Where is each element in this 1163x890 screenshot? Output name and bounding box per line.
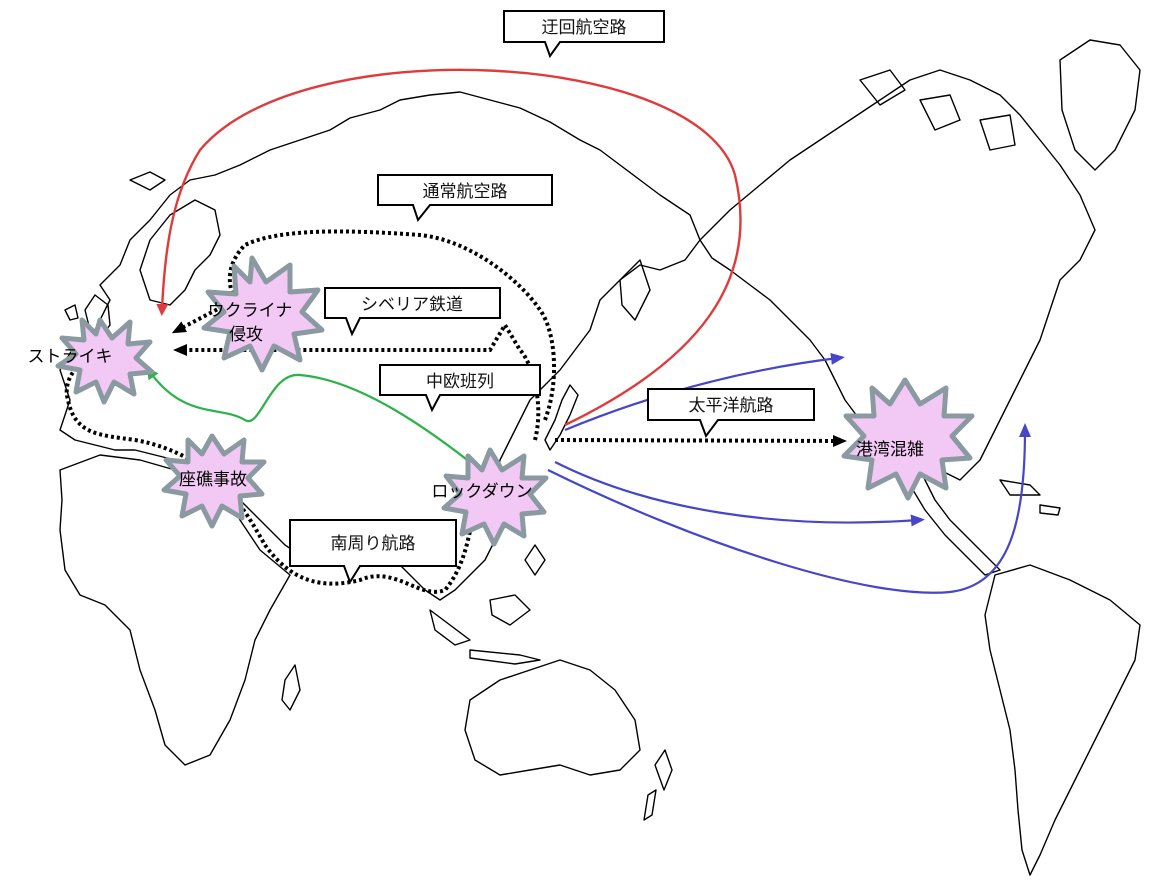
route-normal-air bbox=[171, 229, 556, 421]
arctic-islands bbox=[859, 69, 1016, 151]
north-america-outline bbox=[699, 69, 1096, 481]
callout-southern-sea-label: 南周り航路 bbox=[331, 534, 416, 554]
new-zealand-outline bbox=[643, 749, 673, 821]
burst-icon bbox=[841, 377, 975, 501]
south-america-outline bbox=[984, 564, 1141, 876]
callout-china-europe-rail: 中欧班列 bbox=[379, 364, 541, 413]
event-port-congestion: 港湾混雑 bbox=[841, 377, 975, 501]
africa-outline bbox=[59, 454, 291, 766]
callout-detour-air: 迂回航空路 bbox=[503, 10, 665, 59]
event-grounding: 座礁事故 bbox=[161, 433, 267, 529]
route-pacific-sea-3 bbox=[547, 423, 1031, 594]
route-pacific-sea-1 bbox=[564, 352, 845, 432]
kamchatka-outline bbox=[619, 259, 651, 321]
event-strike-label: ストライキ bbox=[28, 347, 113, 367]
burst-icon bbox=[441, 447, 549, 547]
callout-normal-air: 通常航空路 bbox=[377, 174, 553, 223]
callout-pacific-sea: 太平洋航路 bbox=[647, 388, 815, 439]
callout-pacific-sea-label: 太平洋航路 bbox=[689, 396, 774, 416]
event-lockdown: ロックダウン bbox=[431, 447, 549, 547]
burst-icon bbox=[201, 255, 325, 373]
scandinavia-outline bbox=[139, 199, 221, 306]
callout-china-europe-rail-label: 中欧班列 bbox=[426, 372, 494, 392]
event-ukraine-label-1: ウクライナ bbox=[208, 301, 293, 321]
event-port-congestion-label: 港湾混雑 bbox=[856, 440, 924, 460]
route-pacific-sea-2 bbox=[554, 461, 925, 527]
callout-detour-air-label: 迂回航空路 bbox=[542, 18, 627, 38]
burst-icon bbox=[55, 317, 155, 405]
callout-normal-air-label: 通常航空路 bbox=[423, 182, 508, 202]
event-ukraine-invasion: ウクライナ 侵攻 bbox=[201, 255, 325, 373]
event-grounding-label: 座礁事故 bbox=[179, 470, 247, 490]
coastlines bbox=[59, 39, 1141, 876]
route-detour-air bbox=[156, 68, 742, 427]
event-lockdown-label: ロックダウン bbox=[431, 482, 532, 502]
event-strike: ストライキ bbox=[28, 317, 155, 405]
japan-outline bbox=[544, 384, 579, 451]
madagascar-outline bbox=[281, 664, 301, 711]
burst-icon bbox=[161, 433, 267, 529]
route-pacific-dotted bbox=[554, 434, 847, 447]
route-siberian-rail bbox=[173, 321, 541, 441]
iceland-outline bbox=[129, 171, 166, 191]
callout-siberian-rail-label: シベリア鉄道 bbox=[361, 295, 463, 315]
route-southern-sea bbox=[64, 358, 482, 594]
greenland-outline bbox=[1059, 39, 1141, 171]
australia-outline bbox=[464, 659, 641, 776]
callout-southern-sea: 南周り航路 bbox=[289, 519, 457, 585]
callout-siberian-rail: シベリア鉄道 bbox=[324, 287, 501, 337]
eurasia-outline bbox=[59, 91, 701, 601]
southeast-asia-islands bbox=[429, 544, 546, 665]
route-china-europe-rail bbox=[146, 367, 481, 471]
event-ukraine-label-2: 侵攻 bbox=[229, 325, 263, 345]
